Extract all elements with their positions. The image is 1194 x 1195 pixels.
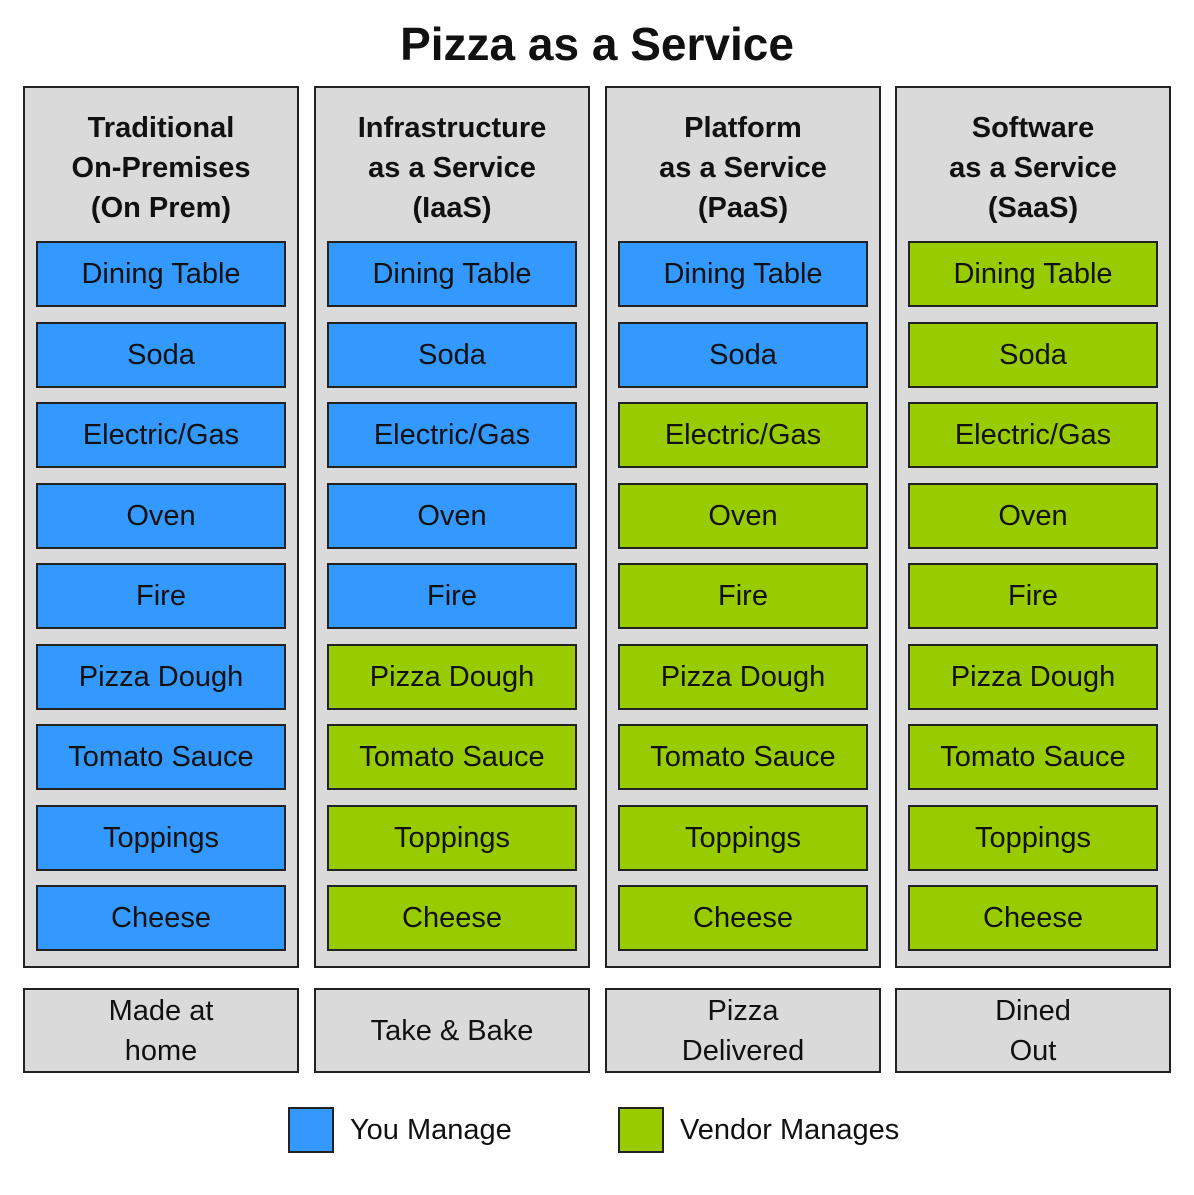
- layer-cell-pizza-dough: Pizza Dough: [327, 644, 577, 710]
- layer-cell-fire: Fire: [618, 563, 868, 629]
- layer-cell-soda: Soda: [36, 322, 286, 388]
- layer-cell-pizza-dough: Pizza Dough: [618, 644, 868, 710]
- footer-line: home: [124, 1034, 198, 1067]
- legend-label: Vendor Manages: [680, 1113, 900, 1146]
- footer-line: Delivered: [681, 1034, 805, 1067]
- layer-cell-soda: Soda: [618, 322, 868, 388]
- layer-cell-cheese: Cheese: [618, 885, 868, 951]
- layer-cell-fire: Fire: [36, 563, 286, 629]
- layer-cell-tomato-sauce: Tomato Sauce: [908, 724, 1158, 790]
- legend-swatch-you-manage: [288, 1107, 334, 1153]
- layer-cell-electric-gas: Electric/Gas: [618, 402, 868, 468]
- column-heading: Software as a Service (SaaS): [897, 108, 1169, 228]
- layer-cell-dining-table: Dining Table: [618, 241, 868, 307]
- footer-made-at-home: Made at home: [23, 988, 299, 1073]
- column-heading: Traditional On-Premises (On Prem): [25, 108, 297, 228]
- layer-cell-toppings: Toppings: [36, 805, 286, 871]
- footer-take-and-bake: Take & Bake: [314, 988, 590, 1073]
- column-heading-line: (IaaS): [412, 192, 492, 224]
- layer-cell-electric-gas: Electric/Gas: [36, 402, 286, 468]
- column-heading-line: (PaaS): [697, 192, 789, 224]
- column-heading: Infrastructure as a Service (IaaS): [316, 108, 588, 228]
- layer-cell-tomato-sauce: Tomato Sauce: [618, 724, 868, 790]
- layer-cell-soda: Soda: [327, 322, 577, 388]
- layer-cell-electric-gas: Electric/Gas: [327, 402, 577, 468]
- column-heading-line: On-Premises: [71, 152, 251, 184]
- layer-cell-pizza-dough: Pizza Dough: [36, 644, 286, 710]
- column-heading-line: Infrastructure: [357, 112, 547, 144]
- legend-swatch-vendor-manages: [618, 1107, 664, 1153]
- layer-cell-pizza-dough: Pizza Dough: [908, 644, 1158, 710]
- column-heading-line: as a Service: [368, 152, 536, 184]
- legend-you-manage: You Manage: [288, 1105, 512, 1155]
- legend-vendor-manages: Vendor Manages: [618, 1105, 899, 1155]
- column-heading-line: (On Prem): [90, 192, 232, 224]
- footer-dined-out: Dined Out: [895, 988, 1171, 1073]
- column-heading-line: Software: [971, 112, 1095, 144]
- layer-cell-cheese: Cheese: [908, 885, 1158, 951]
- column-heading-line: (SaaS): [987, 192, 1079, 224]
- layer-cell-oven: Oven: [327, 483, 577, 549]
- layer-cell-oven: Oven: [36, 483, 286, 549]
- footer-line: Pizza: [707, 994, 779, 1027]
- layer-cell-oven: Oven: [618, 483, 868, 549]
- column-on-prem: Traditional On-Premises (On Prem) Dining…: [23, 86, 299, 968]
- footer-line: Dined: [995, 994, 1071, 1027]
- layer-cell-fire: Fire: [908, 563, 1158, 629]
- layer-cell-soda: Soda: [908, 322, 1158, 388]
- footer-line: Made at: [108, 994, 214, 1027]
- page-title: Pizza as a Service: [400, 18, 794, 70]
- layer-cell-dining-table: Dining Table: [327, 241, 577, 307]
- layer-cell-oven: Oven: [908, 483, 1158, 549]
- layer-cell-tomato-sauce: Tomato Sauce: [327, 724, 577, 790]
- layer-cell-toppings: Toppings: [618, 805, 868, 871]
- column-heading-line: Traditional: [87, 112, 235, 144]
- layer-cell-toppings: Toppings: [327, 805, 577, 871]
- layer-cell-electric-gas: Electric/Gas: [908, 402, 1158, 468]
- footer-line: Take & Bake: [370, 1014, 534, 1047]
- footer-pizza-delivered: Pizza Delivered: [605, 988, 881, 1073]
- layer-cell-cheese: Cheese: [36, 885, 286, 951]
- layer-cell-tomato-sauce: Tomato Sauce: [36, 724, 286, 790]
- column-saas: Software as a Service (SaaS) Dining Tabl…: [895, 86, 1171, 968]
- layer-cell-dining-table: Dining Table: [908, 241, 1158, 307]
- column-iaas: Infrastructure as a Service (IaaS) Dinin…: [314, 86, 590, 968]
- layer-cell-dining-table: Dining Table: [36, 241, 286, 307]
- column-paas: Platform as a Service (PaaS) Dining Tabl…: [605, 86, 881, 968]
- column-heading: Platform as a Service (PaaS): [607, 108, 879, 228]
- footer-line: Out: [1009, 1034, 1057, 1067]
- legend-label: You Manage: [350, 1113, 512, 1146]
- layer-cell-cheese: Cheese: [327, 885, 577, 951]
- column-heading-line: as a Service: [659, 152, 827, 184]
- column-heading-line: as a Service: [949, 152, 1117, 184]
- layer-cell-fire: Fire: [327, 563, 577, 629]
- column-heading-line: Platform: [684, 112, 802, 144]
- layer-cell-toppings: Toppings: [908, 805, 1158, 871]
